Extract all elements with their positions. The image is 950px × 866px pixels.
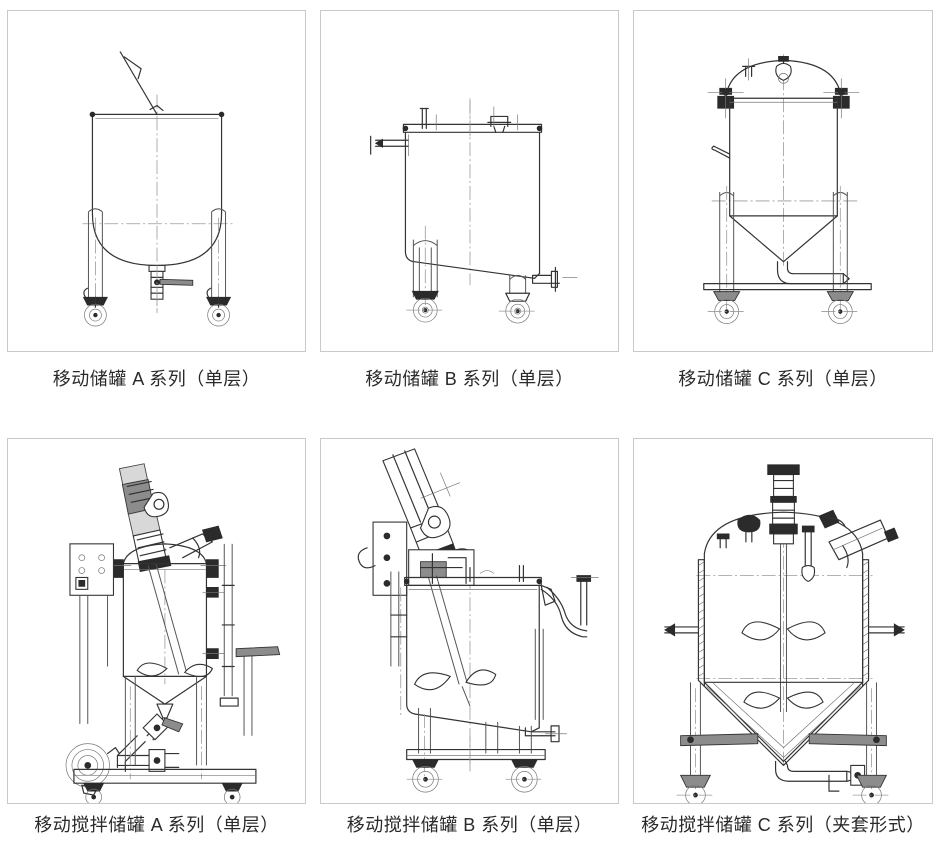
product-image-card-mixing-a[interactable] — [7, 438, 306, 804]
product-cell-tank-c[interactable] — [626, 0, 940, 360]
caster-icon — [206, 287, 232, 327]
caster-icon — [707, 291, 746, 324]
product-image-card-mixing-c[interactable] — [633, 438, 933, 804]
caster-icon — [498, 298, 537, 324]
jacket-nozzle-right — [867, 623, 905, 637]
product-image-card-tank-a[interactable] — [7, 10, 306, 352]
product-image-card-tank-b[interactable] — [320, 10, 619, 352]
caster-icon — [505, 759, 544, 793]
mobile-mixing-tank-b-drawing — [357, 448, 599, 793]
caster-icon — [221, 782, 243, 803]
product-caption: 移动储罐 B 系列（单层） — [365, 369, 574, 389]
caster-icon — [821, 291, 860, 324]
product-cell-mixing-a[interactable] — [0, 438, 313, 806]
caption-cell-tank-c: 移动储罐 C 系列（单层） — [626, 360, 940, 438]
product-image-card-tank-c[interactable] — [633, 10, 933, 352]
caster-icon — [83, 782, 105, 803]
caster-icon — [406, 290, 445, 323]
caption-cell-mixing-c: 移动搅拌储罐 C 系列（夹套形式） — [626, 806, 940, 866]
product-cell-mixing-c[interactable] — [626, 438, 940, 806]
caption-cell-tank-b: 移动储罐 B 系列（单层） — [313, 360, 626, 438]
jacket-wall — [697, 559, 870, 767]
motor-icon — [767, 464, 800, 545]
product-grid: 移动储罐 A 系列（单层） 移动储罐 B 系列（单层） 移动储罐 C 系列（单层… — [0, 0, 940, 835]
jacket-nozzle-left — [664, 623, 700, 637]
product-cell-tank-b[interactable] — [313, 0, 626, 360]
product-caption: 移动储罐 C 系列（单层） — [678, 369, 888, 389]
caption-cell-mixing-b: 移动搅拌储罐 B 系列（单层） — [313, 806, 626, 866]
caption-cell-tank-a: 移动储罐 A 系列（单层） — [0, 360, 313, 438]
mobile-storage-tank-a-drawing — [82, 51, 235, 327]
caption-cell-mixing-a: 移动搅拌储罐 A 系列（单层） — [0, 806, 313, 866]
product-caption: 移动搅拌储罐 A 系列（单层） — [34, 815, 279, 835]
product-image-card-mixing-b[interactable] — [320, 438, 619, 804]
control-panel — [69, 543, 115, 724]
product-caption: 移动储罐 A 系列（单层） — [52, 369, 261, 389]
caster-icon — [676, 774, 715, 803]
caster-icon — [852, 774, 891, 803]
outlet-valve-icon — [148, 264, 194, 314]
product-caption: 移动搅拌储罐 B 系列（单层） — [346, 815, 593, 835]
caster-icon — [406, 759, 445, 793]
mobile-storage-tank-c-drawing — [703, 54, 872, 324]
mobile-mixing-tank-a-drawing — [65, 463, 281, 803]
manway-icon — [818, 509, 899, 569]
product-cell-tank-a[interactable] — [0, 0, 313, 360]
caster-icon — [82, 287, 108, 327]
product-caption: 移动搅拌储罐 C 系列（夹套形式） — [641, 815, 925, 835]
product-cell-mixing-b[interactable] — [313, 438, 626, 806]
mobile-mixing-tank-c-drawing — [664, 464, 905, 803]
mobile-storage-tank-b-drawing — [370, 98, 578, 324]
